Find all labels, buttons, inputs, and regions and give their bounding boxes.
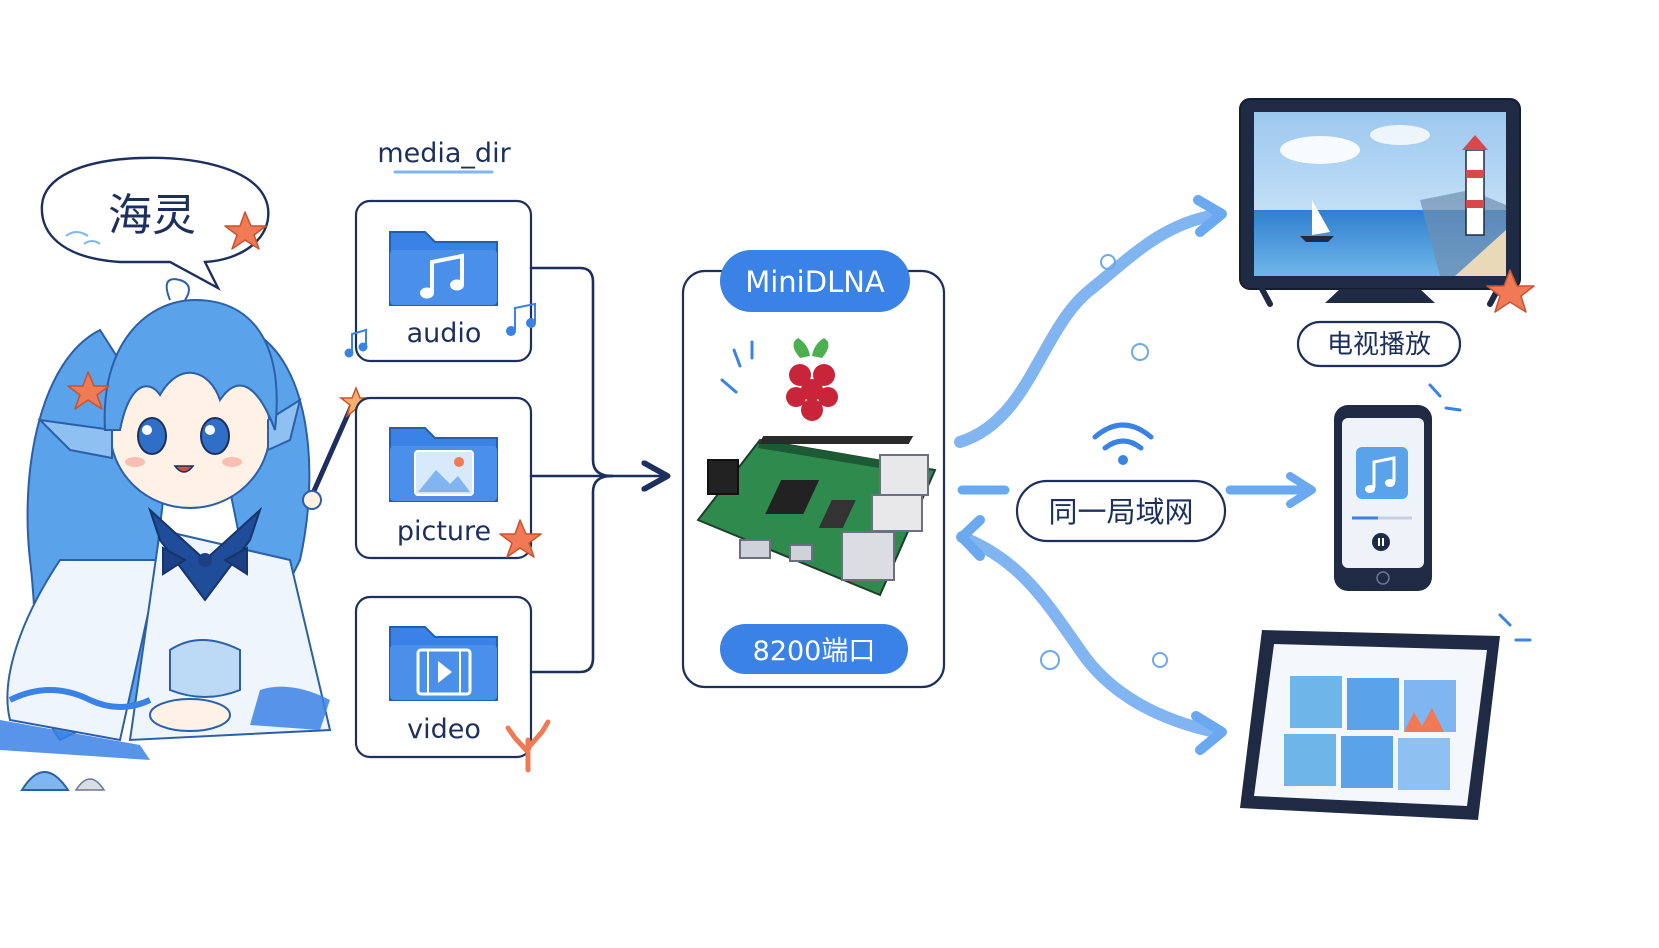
raspberry-pi-icon [720, 338, 838, 421]
folder-label-video: video [407, 714, 481, 745]
tv-client [1239, 98, 1535, 313]
image-icon [414, 450, 474, 496]
minidlna-server-card: MiniDLNA [681, 250, 946, 689]
folder-label-audio: audio [407, 318, 482, 349]
music-note-icon [1365, 456, 1396, 493]
raspberry-pi-board [696, 436, 937, 597]
film-icon [416, 648, 472, 696]
network-label-pill: 同一局域网 [1015, 479, 1227, 543]
wifi-icon [1092, 422, 1154, 465]
tv-label-pill: 电视播放 [1296, 320, 1462, 368]
server-title-pill [720, 250, 910, 312]
starfish-icon [67, 371, 110, 410]
music-note-icon [344, 302, 536, 358]
folder-icon [389, 231, 498, 306]
speech-bubble: 海灵 [40, 156, 270, 291]
port-pill [720, 624, 908, 674]
stream-arrows [954, 195, 1316, 755]
folder-card-audio[interactable]: audio [354, 199, 533, 363]
network-label: 同一局域网 [1048, 495, 1193, 529]
folder-connector-lines [529, 266, 665, 674]
music-note-icon [420, 253, 464, 299]
magic-wand-icon [302, 385, 374, 510]
phone-client [1334, 383, 1462, 591]
tablet-client [1240, 613, 1532, 820]
starfish-icon [224, 211, 267, 250]
photo-grid-icon [1284, 676, 1456, 790]
folder-card-picture[interactable]: picture [354, 396, 533, 560]
folder-icon [389, 626, 498, 701]
mascot: 海灵 [0, 156, 374, 791]
media-dir-label: media_dir [377, 138, 511, 169]
folder-card-video[interactable]: video [354, 595, 533, 759]
seashell-icon [20, 771, 106, 791]
starfish-icon [1486, 269, 1535, 313]
server-title: MiniDLNA [745, 265, 885, 299]
folder-label-picture: picture [397, 516, 491, 547]
starfish-icon [499, 519, 542, 558]
tv-label: 电视播放 [1327, 330, 1431, 360]
port-label: 8200端口 [753, 636, 876, 667]
speech-text: 海灵 [108, 190, 196, 241]
coral-icon [505, 719, 551, 773]
